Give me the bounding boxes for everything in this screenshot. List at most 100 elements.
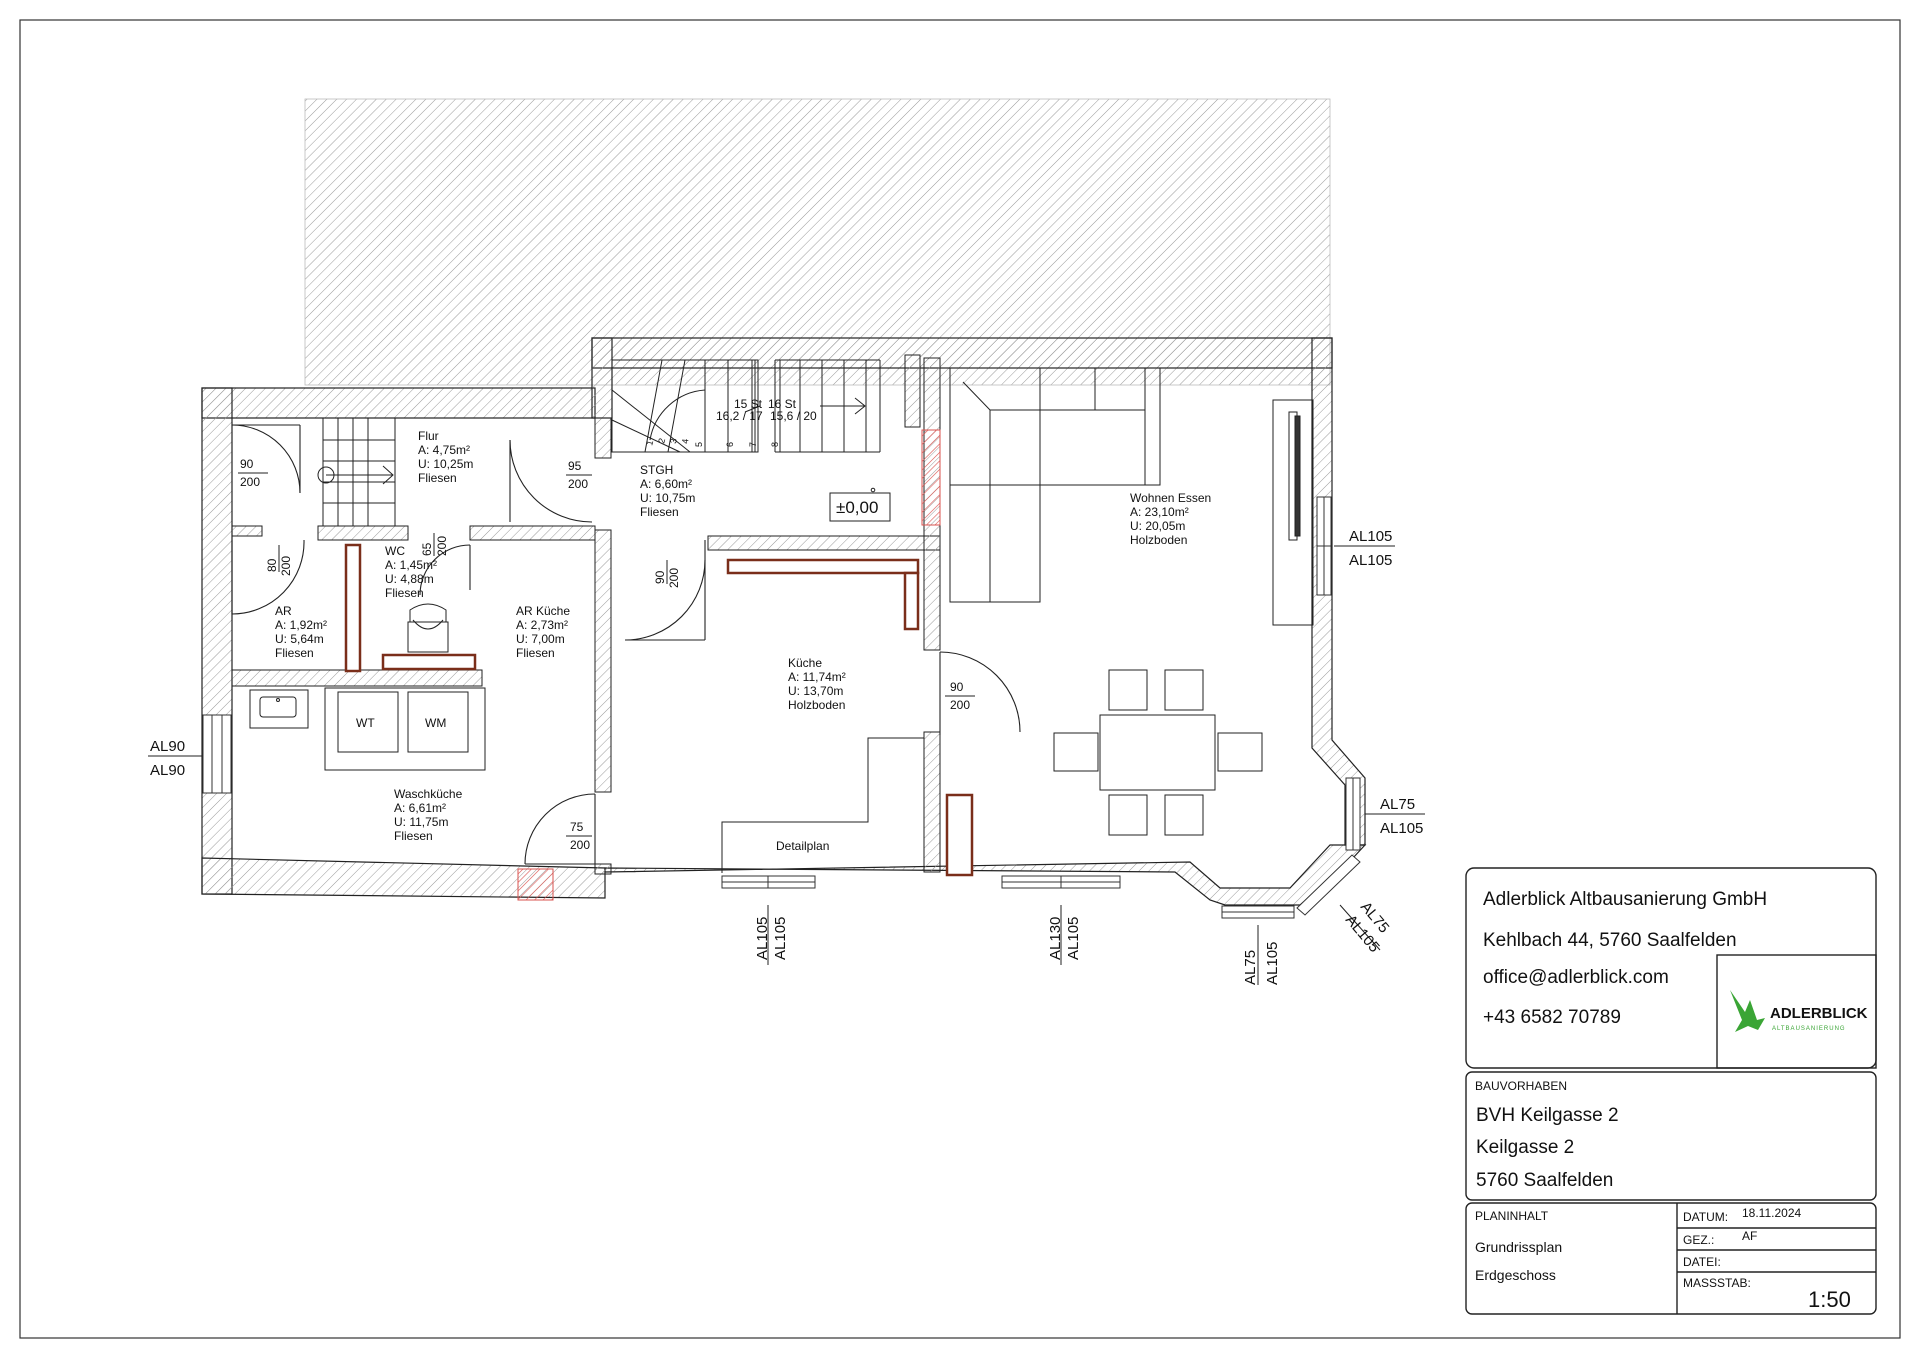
svg-text:200: 200 <box>568 477 588 491</box>
svg-text:95: 95 <box>568 459 582 473</box>
content-line-2: Erdgeschoss <box>1475 1267 1556 1283</box>
svg-text:U: 11,75m: U: 11,75m <box>394 815 448 829</box>
svg-text:STGH: STGH <box>640 463 673 477</box>
svg-text:WC: WC <box>385 544 405 558</box>
drawn-by-value: AF <box>1742 1229 1757 1243</box>
svg-text:Flur: Flur <box>418 429 439 443</box>
svg-text:U: 10,25m: U: 10,25m <box>418 457 473 471</box>
room-label-stgh: STGH A: 6,60m² U: 10,75m Fliesen <box>640 463 695 519</box>
window-label-south-3: AL75 AL105 <box>1242 925 1281 985</box>
svg-text:AL105: AL105 <box>772 917 789 960</box>
svg-text:Waschküche: Waschküche <box>394 787 463 801</box>
svg-text:A: 1,45m²: A: 1,45m² <box>385 558 437 572</box>
svg-text:8: 8 <box>770 442 780 447</box>
project-panel <box>1465 1071 1877 1201</box>
scale-label: MASSSTAB: <box>1683 1276 1751 1290</box>
svg-text:A: 2,73m²: A: 2,73m² <box>516 618 568 632</box>
company-email: office@adlerblick.com <box>1483 967 1669 988</box>
level-marker-box <box>829 492 891 522</box>
red-hatched-wall-segment <box>517 868 554 901</box>
svg-text:U: 7,00m: U: 7,00m <box>516 632 565 646</box>
sheet-frame <box>19 19 1901 1339</box>
project-heading: BAUVORHABEN <box>1475 1079 1567 1093</box>
svg-text:AL105: AL105 <box>1380 820 1423 837</box>
svg-text:Fliesen: Fliesen <box>394 829 433 843</box>
svg-text:7: 7 <box>748 442 758 447</box>
svg-text:90: 90 <box>950 680 964 694</box>
tv-sideboard <box>1272 399 1314 626</box>
door-dim-kueche-left: 90 200 <box>653 560 681 588</box>
svg-text:Küche: Küche <box>788 656 822 670</box>
svg-text:200: 200 <box>435 536 449 556</box>
window-label-south-1: AL105 AL105 <box>754 905 789 965</box>
svg-text:1: 1 <box>644 439 655 446</box>
washer-label: WM <box>425 716 446 730</box>
room-label-flur: Flur A: 4,75m² U: 10,25m Fliesen <box>418 429 473 485</box>
svg-text:200: 200 <box>240 475 260 489</box>
scale-value: 1:50 <box>1808 1287 1851 1312</box>
detailplan-label: Detailplan <box>776 839 829 853</box>
project-line-2: Keilgasse 2 <box>1476 1137 1574 1158</box>
project-line-1: BVH Keilgasse 2 <box>1476 1105 1619 1126</box>
svg-text:A: 23,10m²: A: 23,10m² <box>1130 505 1189 519</box>
level-label: ±0,00 <box>836 498 878 517</box>
built-in-furniture <box>344 543 974 877</box>
svg-text:AL90: AL90 <box>150 738 185 755</box>
file-label: DATEI: <box>1683 1255 1721 1269</box>
room-label-waschkueche: Waschküche A: 6,61m² U: 11,75m Fliesen <box>394 787 463 843</box>
svg-text:4: 4 <box>680 438 690 444</box>
door-dim-stgh: 95 200 <box>566 459 592 491</box>
svg-text:A: 6,60m²: A: 6,60m² <box>640 477 692 491</box>
svg-text:A: 4,75m²: A: 4,75m² <box>418 443 470 457</box>
svg-text:Fliesen: Fliesen <box>275 646 314 660</box>
date-label: DATUM: <box>1683 1210 1728 1224</box>
svg-text:AL105: AL105 <box>1065 917 1082 960</box>
door-dim-kueche-right: 90 200 <box>945 680 975 712</box>
project-line-3: 5760 Saalfelden <box>1476 1170 1613 1191</box>
svg-text:AL105: AL105 <box>754 917 771 960</box>
svg-text:200: 200 <box>950 698 970 712</box>
fixtures <box>249 603 486 771</box>
dining-set <box>1053 669 1263 836</box>
svg-text:16,2 / 17: 16,2 / 17 <box>716 409 763 423</box>
svg-text:ALTBAUSANIERUNG: ALTBAUSANIERUNG <box>1772 1026 1846 1032</box>
svg-text:AL105: AL105 <box>1349 552 1392 569</box>
svg-text:U: 5,64m: U: 5,64m <box>275 632 324 646</box>
door-dim-entry: 90 200 <box>238 457 268 489</box>
svg-text:65: 65 <box>420 542 434 556</box>
svg-text:200: 200 <box>667 568 681 588</box>
svg-text:Fliesen: Fliesen <box>516 646 555 660</box>
svg-text:A: 1,92m²: A: 1,92m² <box>275 618 327 632</box>
window-label-east-lower: AL75 AL105 <box>1365 796 1425 837</box>
content-panel <box>1465 1202 1877 1315</box>
svg-text:U: 13,70m: U: 13,70m <box>788 684 843 698</box>
eagle-icon <box>1730 990 1765 1032</box>
svg-text:Fliesen: Fliesen <box>385 586 424 600</box>
window-label-west: AL90 AL90 <box>148 738 202 779</box>
svg-text:Holzboden: Holzboden <box>1130 533 1187 547</box>
svg-text:Wohnen Essen: Wohnen Essen <box>1130 491 1211 505</box>
svg-text:A: 6,61m²: A: 6,61m² <box>394 801 446 815</box>
svg-text:AL130: AL130 <box>1047 917 1064 960</box>
svg-text:A: 11,74m²: A: 11,74m² <box>788 670 846 684</box>
drawn-by-label: GEZ.: <box>1683 1233 1714 1247</box>
svg-text:15,6 / 20: 15,6 / 20 <box>770 409 817 423</box>
svg-text:6: 6 <box>725 442 735 447</box>
svg-text:90: 90 <box>653 570 667 584</box>
svg-text:3: 3 <box>668 438 679 445</box>
company-logo: ADLERBLICK ALTBAUSANIERUNG <box>1730 990 1868 1032</box>
windows <box>202 496 1361 919</box>
room-label-wc: WC A: 1,45m² U: 4,88m Fliesen <box>385 544 437 600</box>
room-label-ar-kueche: AR Küche A: 2,73m² U: 7,00m Fliesen <box>516 604 570 660</box>
svg-text:AL75: AL75 <box>1380 796 1415 813</box>
interior-walls <box>231 354 941 875</box>
svg-text:Fliesen: Fliesen <box>640 505 679 519</box>
window-label-diagonal: AL75 AL105 <box>1339 899 1392 956</box>
svg-text:Holzboden: Holzboden <box>788 698 845 712</box>
detailplan-outline <box>721 737 924 873</box>
svg-text:Fliesen: Fliesen <box>418 471 457 485</box>
exterior-hatched-area <box>304 98 1331 386</box>
svg-text:AR Küche: AR Küche <box>516 604 570 618</box>
doors <box>231 424 1021 865</box>
